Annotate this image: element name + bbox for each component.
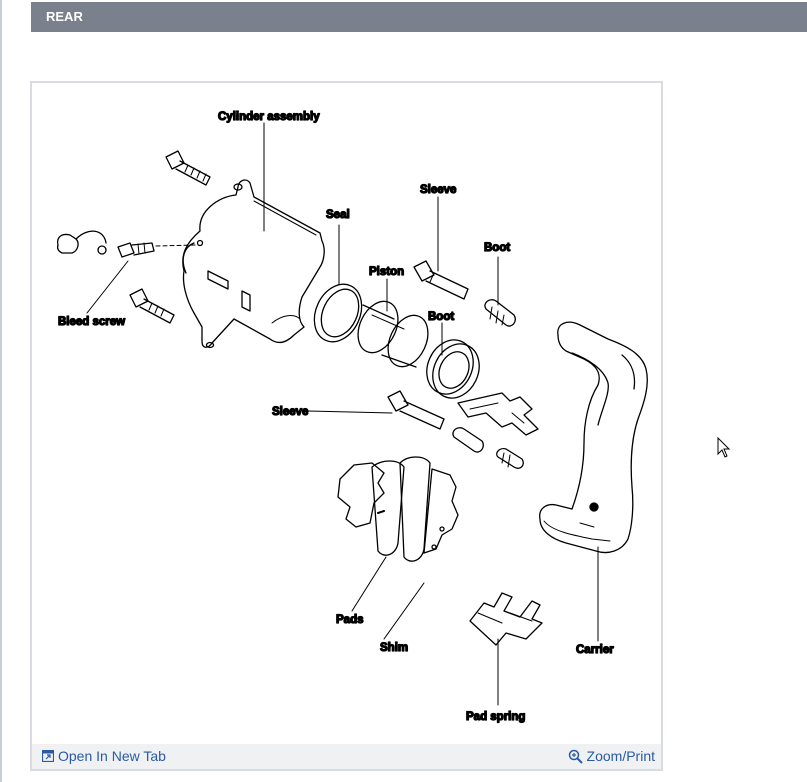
label-bleed-screw: Bleed screw — [58, 316, 125, 328]
figure-frame: Cylinder assembly Seal Sleeve Boot Pisto… — [30, 81, 663, 771]
magnifier-zoom-icon — [568, 749, 583, 764]
boot-mid-part — [426, 339, 480, 399]
label-piston: Piston — [369, 266, 404, 278]
left-edge-divider — [0, 0, 2, 782]
label-pads: Pads — [336, 614, 364, 626]
caliper-bolt-bottom — [129, 288, 175, 324]
small-boot-parts — [452, 427, 524, 469]
sleeve-mid-part — [387, 390, 445, 430]
cylinder-assembly-part — [155, 179, 325, 349]
open-in-new-tab-label: Open In New Tab — [58, 748, 166, 764]
seal-part — [313, 283, 363, 343]
open-new-tab-icon — [42, 750, 54, 762]
label-cylinder-assembly: Cylinder assembly — [218, 111, 320, 123]
bleed-screw-part — [56, 230, 155, 258]
label-boot-top: Boot — [484, 242, 510, 254]
piston-part — [357, 300, 429, 368]
mouse-cursor-icon — [717, 437, 731, 458]
label-shim: Shim — [380, 642, 408, 654]
brake-caliper-exploded-diagram: Cylinder assembly Seal Sleeve Boot Pisto… — [56, 110, 648, 724]
label-sleeve-top: Sleeve — [420, 184, 456, 196]
pad-clip-upper — [457, 392, 539, 436]
open-in-new-tab-link[interactable]: Open In New Tab — [42, 748, 166, 764]
boot-top-part — [484, 299, 516, 327]
zoom-print-link[interactable]: Zoom/Print — [568, 748, 655, 764]
pad-spring-part — [469, 592, 543, 646]
label-pad-spring: Pad spring — [466, 711, 525, 723]
brake-pads-part — [337, 456, 459, 562]
caliper-bolt-top — [165, 150, 211, 186]
sleeve-top-part — [413, 260, 469, 300]
figure-footer-bar: Open In New Tab Zoom/Print — [32, 744, 661, 769]
section-header-rear: REAR — [31, 2, 807, 32]
label-carrier: Carrier — [576, 644, 614, 656]
label-sleeve-mid: Sleeve — [272, 406, 308, 418]
label-seal: Seal — [326, 209, 350, 221]
leader-lines — [86, 122, 599, 706]
zoom-print-label: Zoom/Print — [586, 748, 655, 764]
carrier-part — [539, 321, 648, 554]
label-boot-mid: Boot — [428, 311, 454, 323]
